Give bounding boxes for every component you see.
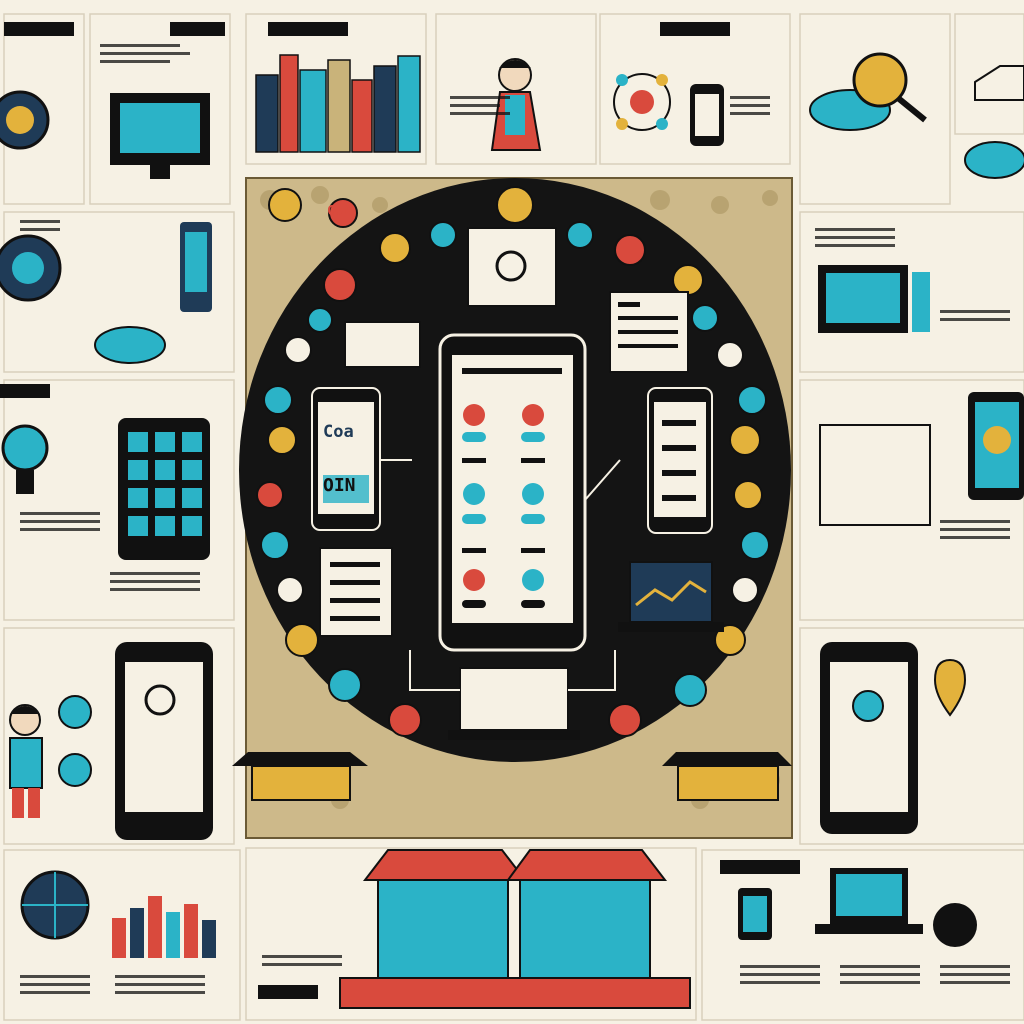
city-skyline-icon — [255, 54, 421, 153]
center-phone-label: Coa — [323, 422, 354, 442]
hanok-gate-icon — [339, 849, 691, 1009]
panel-frames — [3, 13, 1024, 1021]
medallion-ring — [256, 186, 770, 737]
center-phone-sub: OIN — [323, 475, 356, 496]
center-card-label: CoD — [327, 204, 351, 219]
bar-chart-icon — [112, 896, 216, 958]
person-blue-coat-icon — [9, 704, 43, 818]
person-hanbok-icon — [490, 58, 542, 151]
list-card — [319, 547, 393, 637]
hanok-left — [232, 752, 368, 801]
hanok-right — [662, 752, 792, 801]
lightbulb-icon — [1, 424, 49, 494]
caption-lines — [20, 44, 1010, 994]
map-pin-icon — [933, 658, 967, 717]
car-card — [344, 321, 421, 368]
connector-lines — [380, 459, 621, 691]
pattern-flower — [613, 73, 671, 131]
cloud-icon — [809, 52, 927, 131]
cloud-icon-small — [964, 141, 1024, 179]
center-phone-app-icons — [462, 404, 545, 608]
car-icon — [974, 65, 1024, 101]
top-document-card — [467, 227, 557, 307]
magnifier-icon — [896, 95, 927, 123]
chart-laptop — [629, 561, 713, 623]
bottom-laptop — [459, 667, 569, 731]
header-bars — [0, 22, 800, 999]
